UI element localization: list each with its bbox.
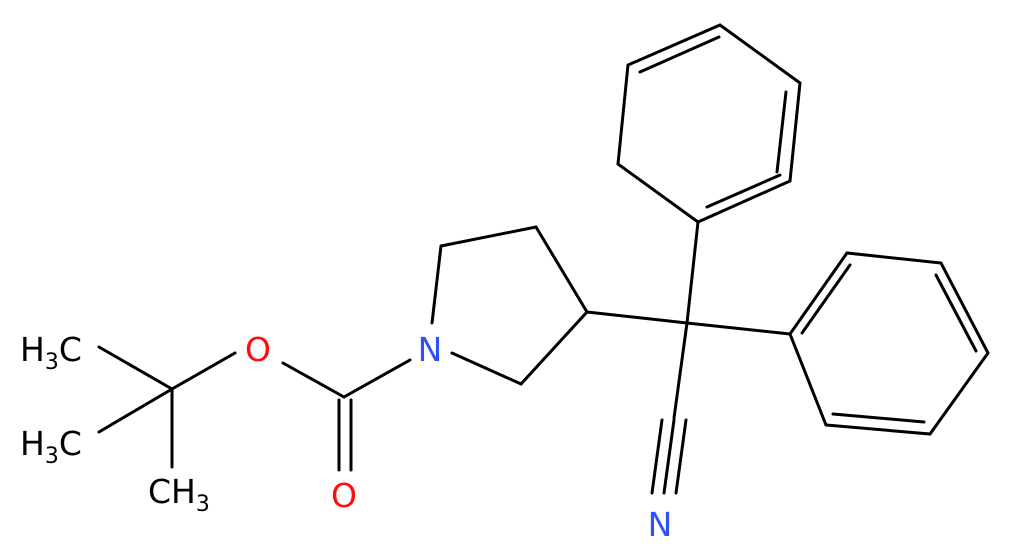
bond-methyl1-quaternary (97, 345, 174, 391)
methyl-label-top: H3C (20, 330, 82, 375)
right-phenyl-inner-bond-1 (800, 263, 852, 335)
nitrile-nitrogen-label: N (648, 505, 673, 544)
upper-phenyl-inner-bond-2 (775, 90, 788, 174)
bond-ring-n-c2 (430, 244, 443, 325)
ester-oxygen-label: O (245, 330, 271, 369)
bond-nitrile-triple-c (674, 418, 688, 495)
bond-methyl2-quaternary (97, 387, 174, 434)
ring-nitrogen-label: N (418, 330, 443, 369)
upper-phenyl-inner-bond-1 (705, 173, 782, 209)
bond-benzhydryl-upper-phenyl (685, 220, 700, 325)
bond-ester-oxygen-carbonyl-carbon (281, 361, 346, 399)
carbonyl-oxygen-label: O (331, 476, 357, 515)
upper-phenyl-inner-bond-3 (638, 35, 721, 74)
bond-ring-c4-c5 (519, 310, 589, 386)
right-phenyl-ring (788, 251, 990, 436)
bond-ring-c2-c3 (439, 225, 538, 248)
bond-benzhydryl-nitrile-carbon (672, 321, 689, 420)
bond-ring-c5-n (450, 351, 523, 386)
methyl-label-middle: H3C (20, 424, 82, 469)
bond-quaternary-ester-oxygen (170, 351, 237, 391)
bond-carbonyl-carbon-ring-nitrogen (342, 358, 412, 399)
bond-benzhydryl-right-phenyl (685, 321, 792, 336)
bond-ring-c3-c4 (534, 225, 589, 314)
methyl-label-bottom: CH3 (148, 472, 210, 517)
upper-phenyl-ring (616, 23, 802, 224)
right-phenyl-inner-bond-2 (934, 273, 978, 353)
bond-ring-to-benzhydryl (585, 310, 689, 325)
bond-nitrile-triple-b (662, 418, 676, 495)
bond-nitrile-triple-a (650, 418, 664, 495)
right-phenyl-inner-bond-3 (831, 412, 926, 424)
